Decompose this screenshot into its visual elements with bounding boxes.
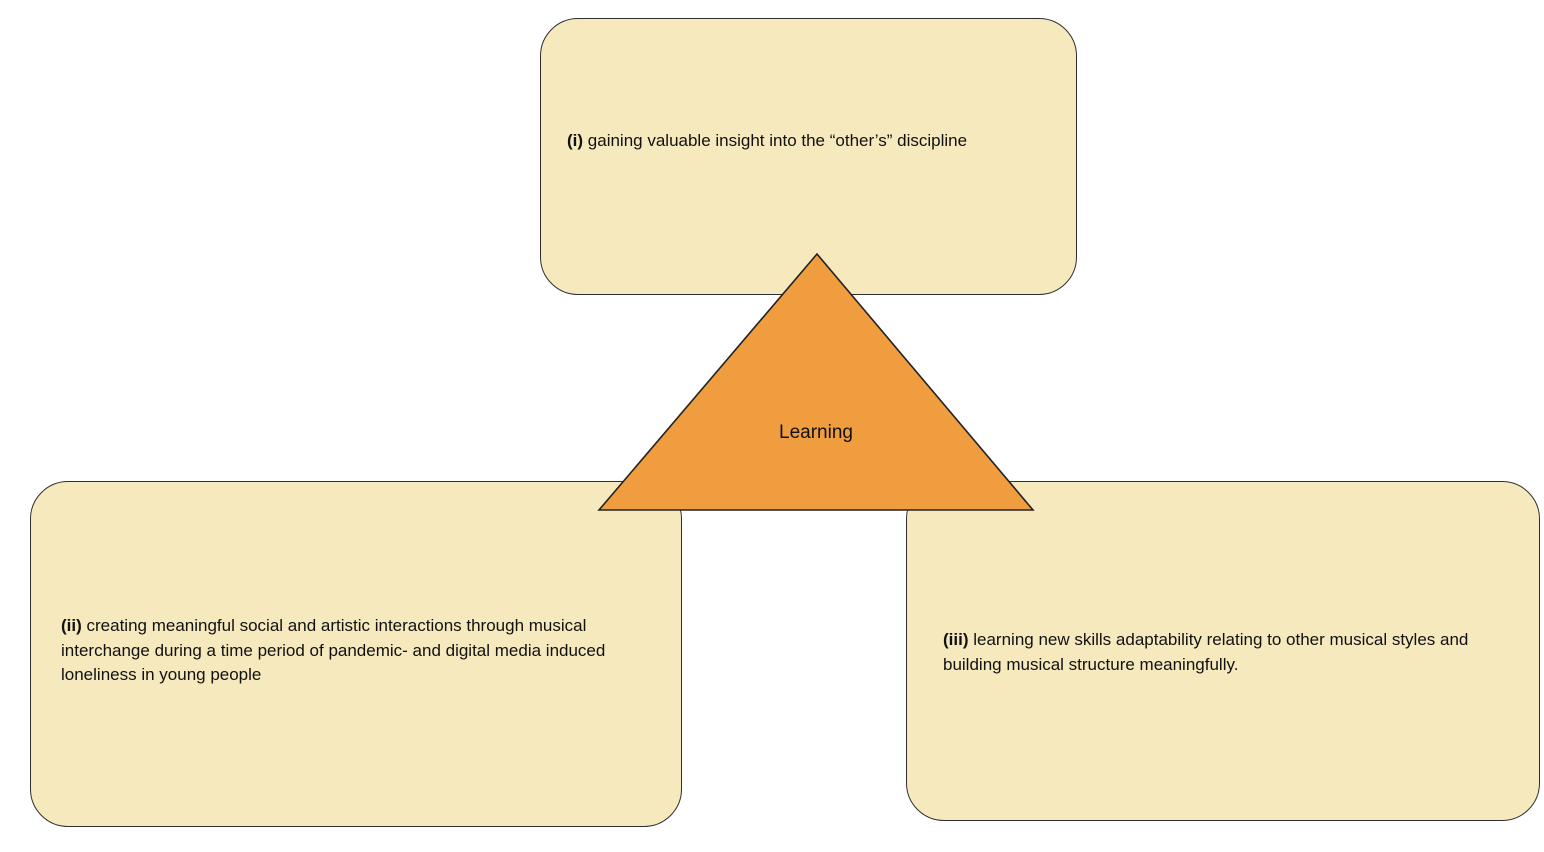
triangle-label: Learning bbox=[779, 422, 853, 443]
box-iii-prefix: (iii) bbox=[943, 630, 969, 649]
box-gaining-insight-text: (i) gaining valuable insight into the “o… bbox=[567, 129, 997, 154]
box-new-skills: (iii) learning new skills adaptability r… bbox=[906, 481, 1540, 821]
box-social-interactions: (ii) creating meaningful social and arti… bbox=[30, 481, 682, 827]
triangle-shape-icon bbox=[597, 252, 1035, 511]
box-ii-prefix: (ii) bbox=[61, 616, 82, 635]
box-i-prefix: (i) bbox=[567, 131, 584, 150]
box-social-interactions-text: (ii) creating meaningful social and arti… bbox=[61, 614, 639, 688]
box-ii-body: creating meaningful social and artistic … bbox=[61, 616, 606, 685]
learning-triangle: Learning bbox=[595, 250, 1037, 514]
box-new-skills-text: (iii) learning new skills adaptability r… bbox=[943, 628, 1488, 677]
box-gaining-insight: (i) gaining valuable insight into the “o… bbox=[540, 18, 1077, 295]
box-iii-body: learning new skills adaptability relatin… bbox=[943, 630, 1469, 674]
box-i-body: gaining valuable insight into the “other… bbox=[587, 131, 968, 150]
